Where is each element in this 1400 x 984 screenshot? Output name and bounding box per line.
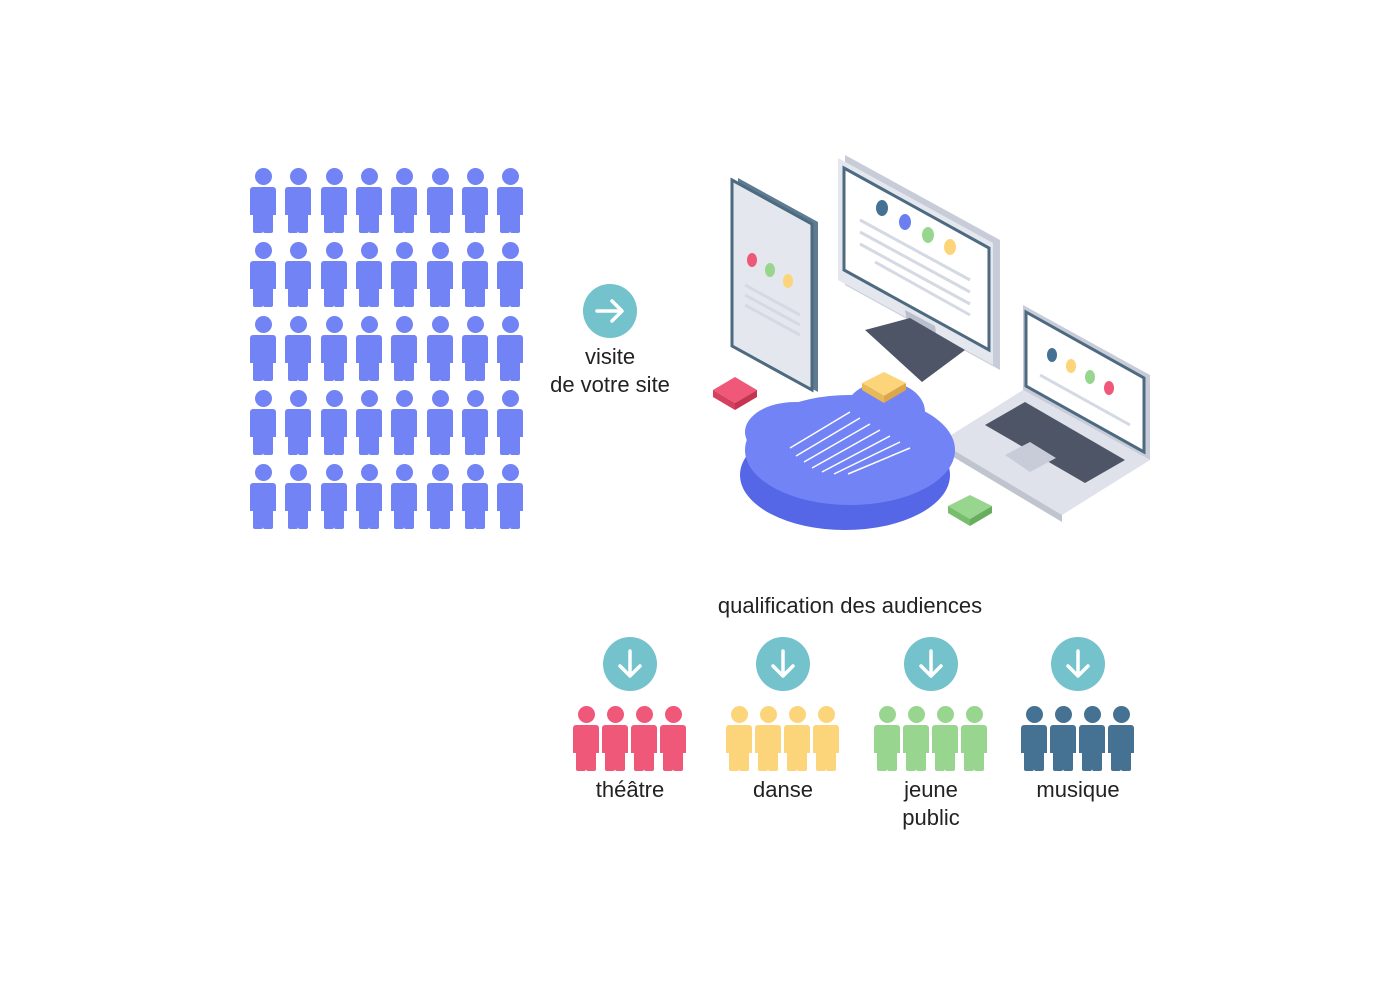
audience-label: danse <box>703 776 863 804</box>
person-icon <box>426 390 453 456</box>
cloud-icon <box>740 382 955 530</box>
person-icon <box>285 316 312 382</box>
person-icon <box>461 464 488 530</box>
audience-label: théâtre <box>550 776 710 804</box>
visit-label-line-1: visite <box>584 344 636 369</box>
person-icon <box>602 706 628 772</box>
down-arrow-icon <box>756 637 810 691</box>
audience-group <box>726 706 842 776</box>
person-icon <box>250 390 276 456</box>
devices-illustration <box>700 150 1160 550</box>
person-icon <box>755 706 781 772</box>
person-icon <box>1021 706 1047 772</box>
person-icon <box>355 168 382 234</box>
green-block-icon <box>948 495 992 519</box>
person-icon <box>932 706 958 772</box>
person-icon <box>285 464 312 530</box>
person-icon <box>250 168 276 234</box>
person-icon <box>391 464 418 530</box>
person-icon <box>320 464 347 530</box>
person-icon <box>461 242 488 308</box>
person-icon <box>426 168 453 234</box>
person-icon <box>573 706 599 772</box>
qualification-title: qualification des audiences <box>717 593 983 618</box>
person-icon <box>426 242 453 308</box>
person-icon <box>1108 706 1134 772</box>
person-icon <box>631 706 657 772</box>
audience-label-line: danse <box>753 777 813 802</box>
person-icon <box>320 316 347 382</box>
person-icon <box>726 706 752 772</box>
person-icon <box>391 242 418 308</box>
down-arrow-icon <box>904 637 958 691</box>
laptop-icon <box>940 305 1150 522</box>
person-icon <box>497 316 524 382</box>
person-icon <box>391 316 418 382</box>
person-icon <box>285 168 312 234</box>
person-icon <box>1050 706 1076 772</box>
person-icon <box>461 390 488 456</box>
tablet-icon <box>730 177 818 393</box>
person-icon <box>497 242 524 308</box>
person-icon <box>355 390 382 456</box>
person-icon <box>355 242 382 308</box>
person-icon <box>461 316 488 382</box>
down-arrow-icon <box>1051 637 1105 691</box>
person-icon <box>813 706 839 772</box>
person-icon <box>250 242 276 308</box>
person-icon <box>426 316 453 382</box>
yellow-block-icon <box>862 372 906 396</box>
person-icon <box>320 242 347 308</box>
visit-label: visite de votre site <box>520 343 700 399</box>
person-icon <box>391 168 418 234</box>
audience-label-line: public <box>902 805 960 830</box>
audience-label: jeune public <box>851 776 1011 832</box>
person-icon <box>903 706 929 772</box>
person-icon <box>355 464 382 530</box>
person-icon <box>874 706 900 772</box>
person-icon <box>497 168 524 234</box>
person-icon <box>250 464 276 530</box>
audience-label-line: musique <box>1036 777 1120 802</box>
person-icon <box>285 390 312 456</box>
visit-label-line-2: de votre site <box>550 372 670 397</box>
person-icon <box>961 706 987 772</box>
person-icon <box>784 706 810 772</box>
person-icon <box>285 242 312 308</box>
person-icon <box>461 168 488 234</box>
desktop-monitor-icon <box>838 155 1000 382</box>
person-icon <box>320 390 347 456</box>
person-icon <box>426 464 453 530</box>
audience-group <box>1021 706 1137 776</box>
person-icon <box>1079 706 1105 772</box>
down-arrow-icon <box>603 637 657 691</box>
audience-group <box>874 706 990 776</box>
person-icon <box>497 464 524 530</box>
person-icon <box>320 168 347 234</box>
person-icon <box>250 316 276 382</box>
person-icon <box>391 390 418 456</box>
audience-label: musique <box>998 776 1158 804</box>
person-icon <box>660 706 686 772</box>
person-icon <box>355 316 382 382</box>
person-icon <box>497 390 524 456</box>
audience-group <box>573 706 689 776</box>
audience-label-line: théâtre <box>595 777 665 802</box>
audience-label-line: jeune <box>904 777 958 802</box>
right-arrow-icon <box>583 284 637 338</box>
visitor-crowd <box>250 168 525 538</box>
